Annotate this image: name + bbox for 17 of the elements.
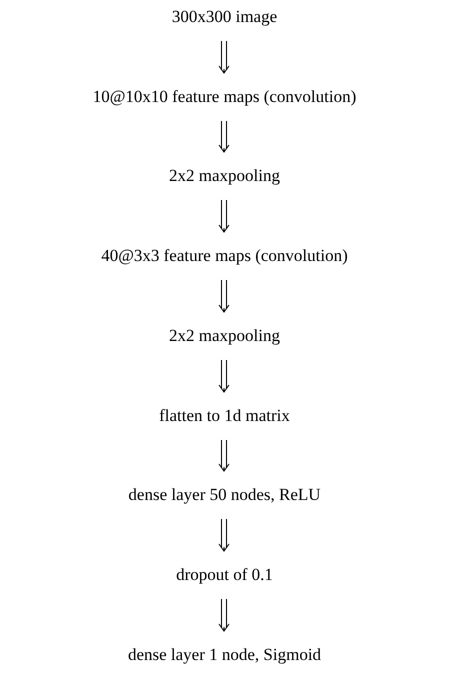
double-arrow — [218, 598, 230, 632]
double-arrow — [218, 200, 230, 232]
layer-label: 10@10x10 feature maps (convolution) — [92, 73, 356, 121]
double-arrow — [218, 120, 230, 152]
layer-label: 2x2 maxpooling — [169, 152, 280, 200]
layer-label: 2x2 maxpooling — [169, 312, 280, 360]
layer-label: dense layer 1 node, Sigmoid — [128, 631, 322, 677]
layer-label: dropout of 0.1 — [176, 551, 273, 599]
layer-label: flatten to 1d matrix — [159, 392, 290, 440]
double-arrow — [218, 440, 230, 472]
double-arrow — [218, 518, 230, 552]
double-arrow — [218, 280, 230, 312]
double-arrow — [218, 40, 230, 74]
layer-label: dense layer 50 nodes, ReLU — [128, 471, 321, 519]
layer-label: 300x300 image — [172, 0, 278, 41]
double-arrow — [218, 360, 230, 392]
layer-label: 40@3x3 feature maps (convolution) — [101, 232, 348, 280]
